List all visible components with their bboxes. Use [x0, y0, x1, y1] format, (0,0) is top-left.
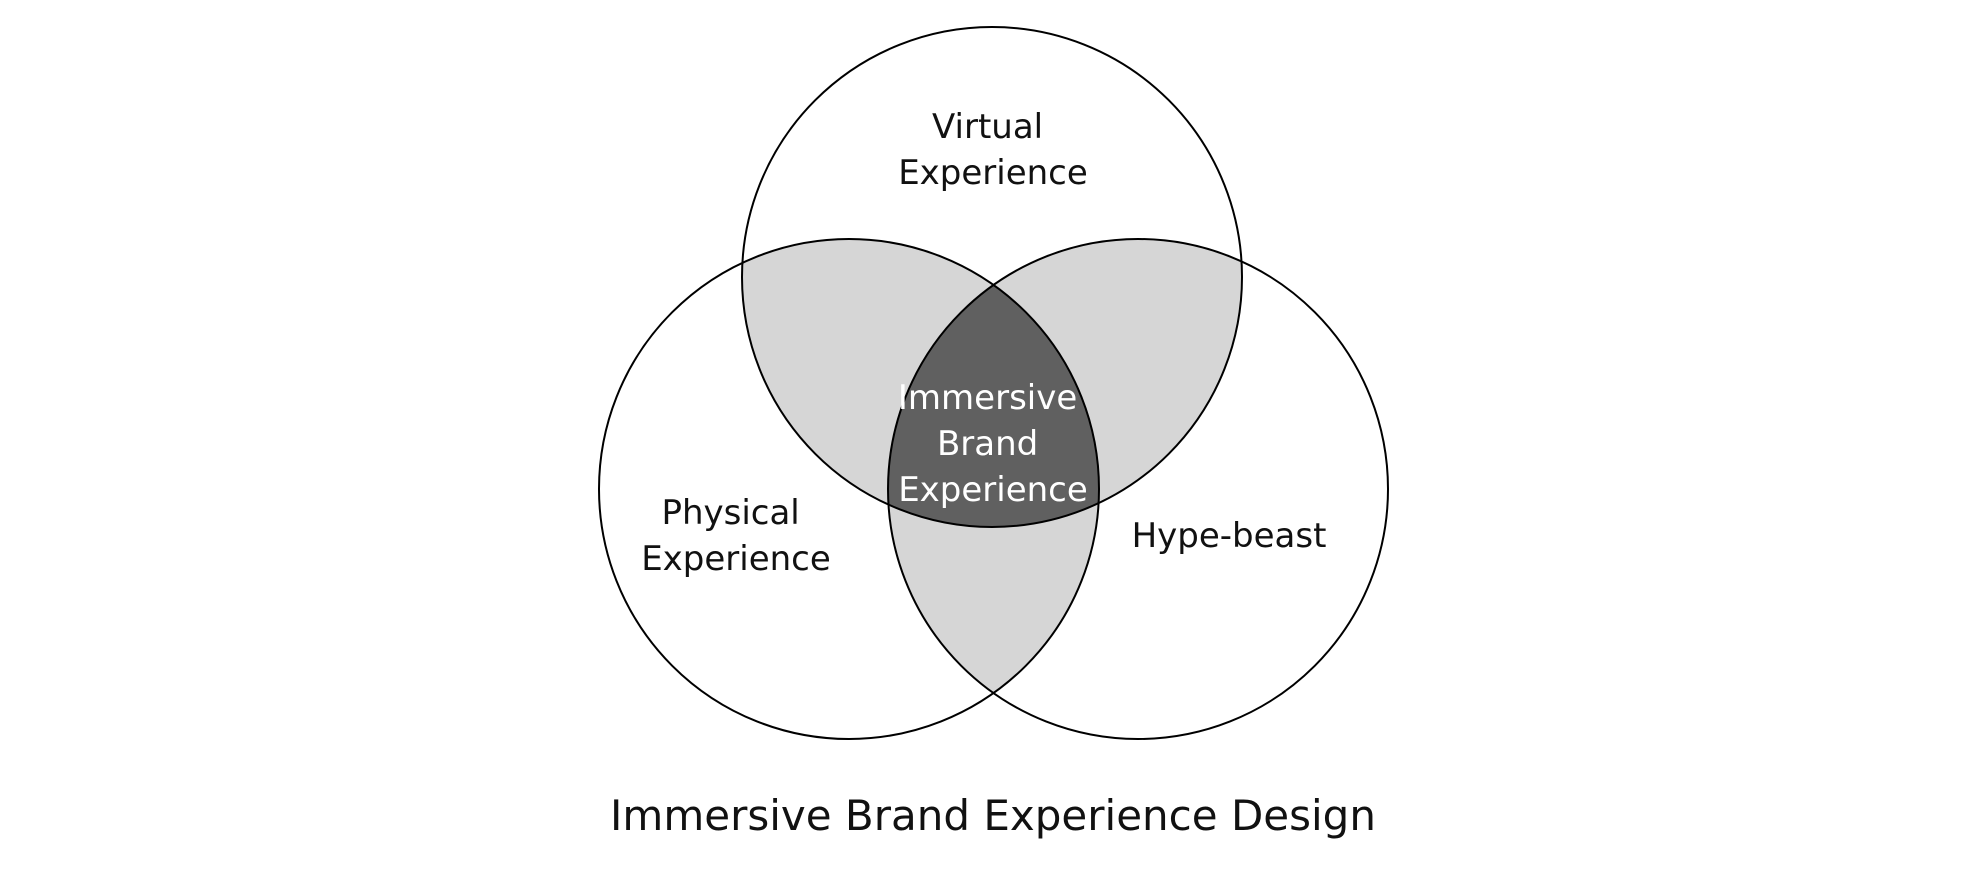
label-physical-experience: Physical Experience: [641, 493, 831, 579]
circle-physical-experience: [598, 238, 1100, 740]
label-physical-line-1: Physical: [661, 493, 799, 533]
label-hype-beast-line-1: Hype-beast: [1132, 516, 1327, 556]
center-line-1: Immersive: [898, 378, 1077, 418]
label-virtual-line-1: Virtual: [932, 107, 1043, 147]
circle-hype-beast: [887, 238, 1389, 740]
label-virtual-experience: Virtual Experience: [898, 107, 1088, 193]
center-line-2: Brand: [937, 424, 1038, 464]
diagram-caption: Immersive Brand Experience Design: [610, 791, 1376, 840]
label-physical-line-2: Experience: [641, 539, 831, 579]
label-immersive-brand-experience: Immersive Brand Experience: [898, 378, 1088, 510]
label-hype-beast: Hype-beast: [1132, 516, 1327, 556]
center-line-3: Experience: [898, 470, 1088, 510]
overlap-center: [888, 239, 1099, 527]
label-virtual-line-2: Experience: [898, 153, 1088, 193]
circle-virtual-experience: [741, 26, 1243, 528]
